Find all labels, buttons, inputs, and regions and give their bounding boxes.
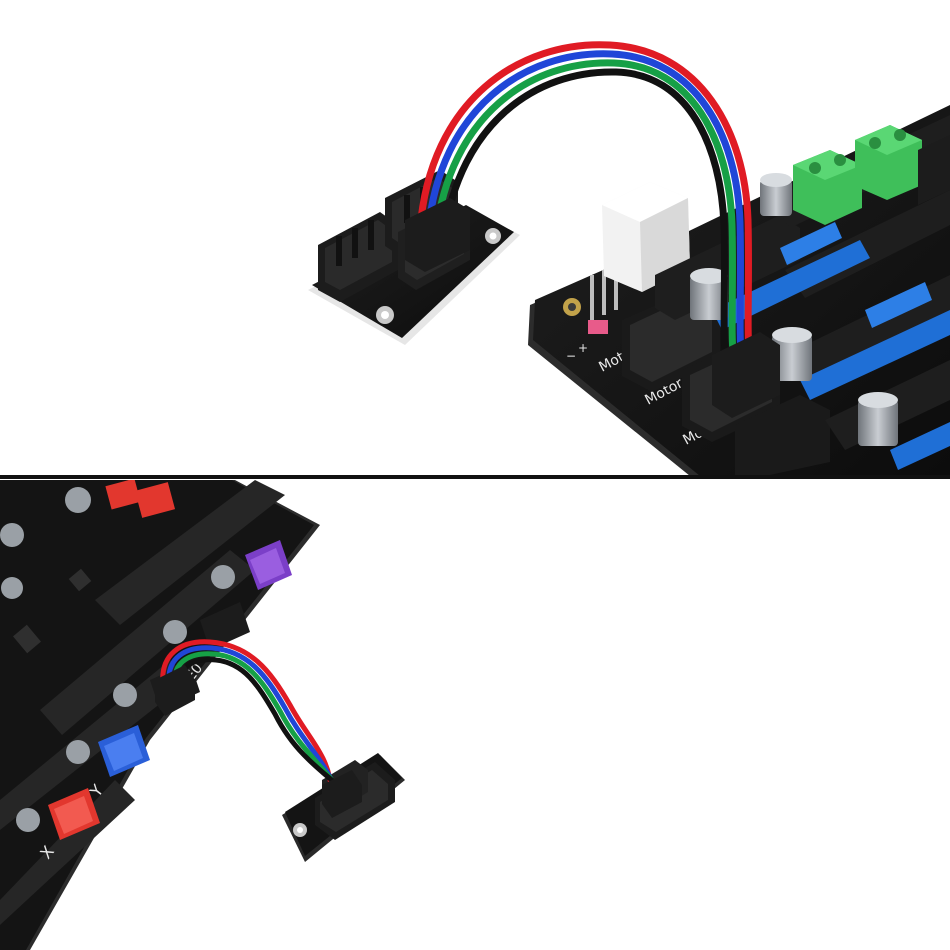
mainboard: X Y E0 xyxy=(0,480,320,950)
pin-header xyxy=(588,265,618,334)
black-component xyxy=(918,135,950,205)
ic-chip xyxy=(13,624,41,654)
cable-plug xyxy=(405,198,470,272)
motor-connector xyxy=(200,602,250,650)
silkscreen-label: − xyxy=(566,349,576,363)
cable-plug xyxy=(155,665,195,716)
adapter-connector-left xyxy=(318,212,398,302)
capacitor xyxy=(760,173,792,216)
capacitor xyxy=(858,392,898,446)
bottom-photo-panel: X Y E0 xyxy=(0,480,950,950)
ribbon-cable xyxy=(416,41,756,384)
ribbon-cable xyxy=(160,639,353,798)
panel-divider xyxy=(0,475,950,479)
top-photo-illustration: Motor Motor Motor + − xyxy=(308,41,950,476)
motor-connector xyxy=(735,395,830,476)
pink-jumper xyxy=(588,320,608,334)
capacitor xyxy=(0,487,235,832)
bottom-photo-illustration: X Y E0 xyxy=(0,480,405,950)
blue-header xyxy=(712,222,950,470)
cable-plug xyxy=(712,332,780,418)
heatsink xyxy=(0,480,285,925)
screw-terminal xyxy=(793,150,862,225)
ic-chip xyxy=(68,568,92,592)
jst-connector-red xyxy=(134,482,176,518)
capacitor xyxy=(772,327,812,381)
capacitor xyxy=(690,268,728,320)
cable-plug xyxy=(322,770,362,818)
top-photo-panel: Motor Motor Motor + − xyxy=(308,41,950,476)
power-connector xyxy=(602,182,690,292)
screw-terminal xyxy=(855,125,922,200)
silkscreen-label: + xyxy=(578,341,588,355)
jst-connector-red xyxy=(105,480,141,510)
